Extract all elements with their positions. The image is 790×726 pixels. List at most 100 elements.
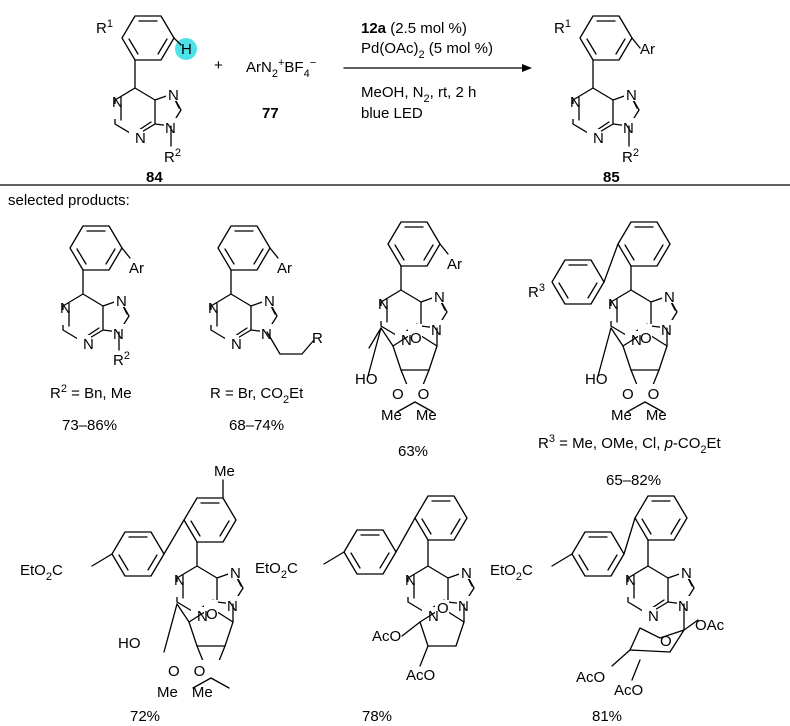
n-label: N [112,94,123,111]
n-label: N [631,332,642,349]
ar-label: Ar [640,41,655,58]
product-85: Ar R1 N N N N R2 85 [554,15,655,186]
hydroxyl-label: HO [585,371,608,388]
o-label: O [206,606,218,623]
yield-label: 68–74% [229,417,284,434]
n-label: N [431,322,442,339]
acetoxy-label: AcO [372,628,401,645]
n-label: N [113,326,124,343]
r1-label: R1 [96,18,113,37]
solvent-line: MeOH, N2, rt, 2 h [361,84,476,105]
ar-label: Ar [277,260,292,277]
yield-label: 72% [130,708,160,725]
r-label: R [312,330,323,347]
n-label: N [378,296,389,313]
acetoxy-label: AcO [576,669,605,686]
highlighted-h-circle [175,38,197,60]
n-label: N [264,293,275,310]
h-label: H [181,41,192,58]
acetoxy-label: AcO [406,667,435,684]
n-label: N [168,87,179,104]
n-label: N [165,120,176,137]
methyl-label: Me [214,463,235,480]
reactant-84: H R1 N N N N R2 84 [96,15,197,186]
n-label: N [208,300,219,317]
product-1: Ar N N N N R2 R2 = Bn, Me 73–86% [50,225,144,434]
n-label: N [401,332,412,349]
n-label: N [608,296,619,313]
n-label: N [405,572,416,589]
palladium-line: Pd(OAc)2 (5 mol %) [361,40,493,61]
product-6: EtO2C N N N N O AcO AcO 78% [255,495,475,725]
yield-label: 73–86% [62,417,117,434]
n-label: N [227,598,238,615]
yield-label: 63% [398,443,428,460]
n-label: N [434,289,445,306]
yield-label: 65–82% [606,472,661,489]
arrow-head [522,64,532,72]
n-label: N [681,565,692,582]
n-label: N [174,572,185,589]
n-label: N [625,572,636,589]
diazonium-formula: ArN2+BF4− [246,57,316,80]
substituent-caption: R3 = Me, OMe, Cl, p-CO2Et [538,433,722,456]
o-label: O [437,600,449,617]
n-label: N [83,336,94,353]
ar-label: Ar [447,256,462,273]
substituent-caption: R = Br, CO2Et [210,385,304,406]
product-2: Ar N N N N R R = Br, CO2Et 68–74% [201,225,323,434]
n-label: N [461,565,472,582]
plus-sign: + [214,57,223,74]
n-label: N [626,87,637,104]
light-line: blue LED [361,105,423,122]
ar-label: Ar [129,260,144,277]
ester-label: EtO2C [255,560,298,581]
product-7: EtO2C N N N N O OAc AcO AcO 81% [490,495,725,725]
yield-label: 81% [592,708,622,725]
yield-label: 78% [362,708,392,725]
acetoxy-label: OAc [695,617,725,634]
section-label: selected products: [8,192,130,209]
o-label: O [640,330,652,347]
compound-85-label: 85 [603,169,620,186]
n-label: N [593,130,604,147]
n-label: N [648,608,659,625]
compound-84-label: 84 [146,169,163,186]
r2-label: R2 [164,147,181,166]
n-label: N [230,565,241,582]
hydroxyl-label: HO [355,371,378,388]
r3-label: R3 [528,282,545,301]
r1-label: R1 [554,18,571,37]
n-label: N [458,598,469,615]
reaction-conditions: 12a (2.5 mol %) Pd(OAc)2 (5 mol %) MeOH,… [343,20,532,122]
ester-label: EtO2C [490,562,533,583]
n-label: N [623,120,634,137]
r2-label: R2 [113,350,130,369]
n-label: N [116,293,127,310]
n-label: N [664,289,675,306]
n-label: N [570,94,581,111]
substituent-caption: R2 = Bn, Me [50,383,132,402]
n-label: N [135,130,146,147]
r2-label: R2 [622,147,639,166]
acetoxy-label: AcO [614,682,643,699]
n-label: N [261,326,272,343]
n-label: N [197,608,208,625]
catalyst-line: 12a (2.5 mol %) [361,20,467,37]
n-label: N [60,300,71,317]
compound-77-label: 77 [262,105,279,122]
ester-label: EtO2C [20,562,63,583]
n-label: N [428,608,439,625]
o-label: O [660,633,672,650]
o-label: O [410,330,422,347]
n-label: N [678,598,689,615]
